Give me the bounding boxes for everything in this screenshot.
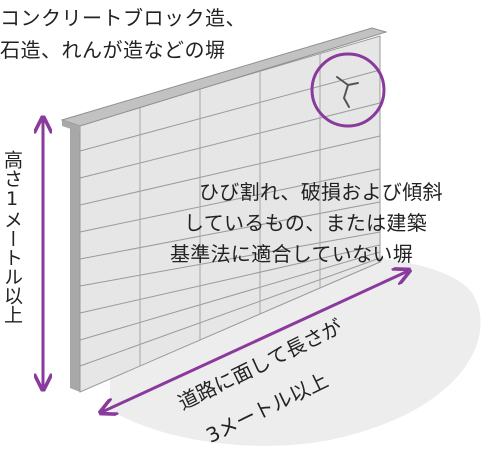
height-label: 高さ1メートル以上: [1, 150, 23, 324]
wall-end-face: [70, 124, 80, 392]
condition-line-1: ひび割れ、破損および傾斜: [199, 180, 443, 204]
wall-coping-edge: [62, 120, 80, 132]
crack-icon: [336, 76, 359, 108]
header-line-2: 石造、れんが造などの塀: [0, 38, 226, 62]
length-arrow: [102, 271, 408, 412]
condition-line-2: しているもの、または建築: [184, 211, 427, 235]
highlight-circle: [310, 52, 386, 128]
condition-line-3: 基準法に適合していない塀: [170, 242, 413, 266]
header-line-1: コンクリートブロック造、: [0, 6, 246, 30]
